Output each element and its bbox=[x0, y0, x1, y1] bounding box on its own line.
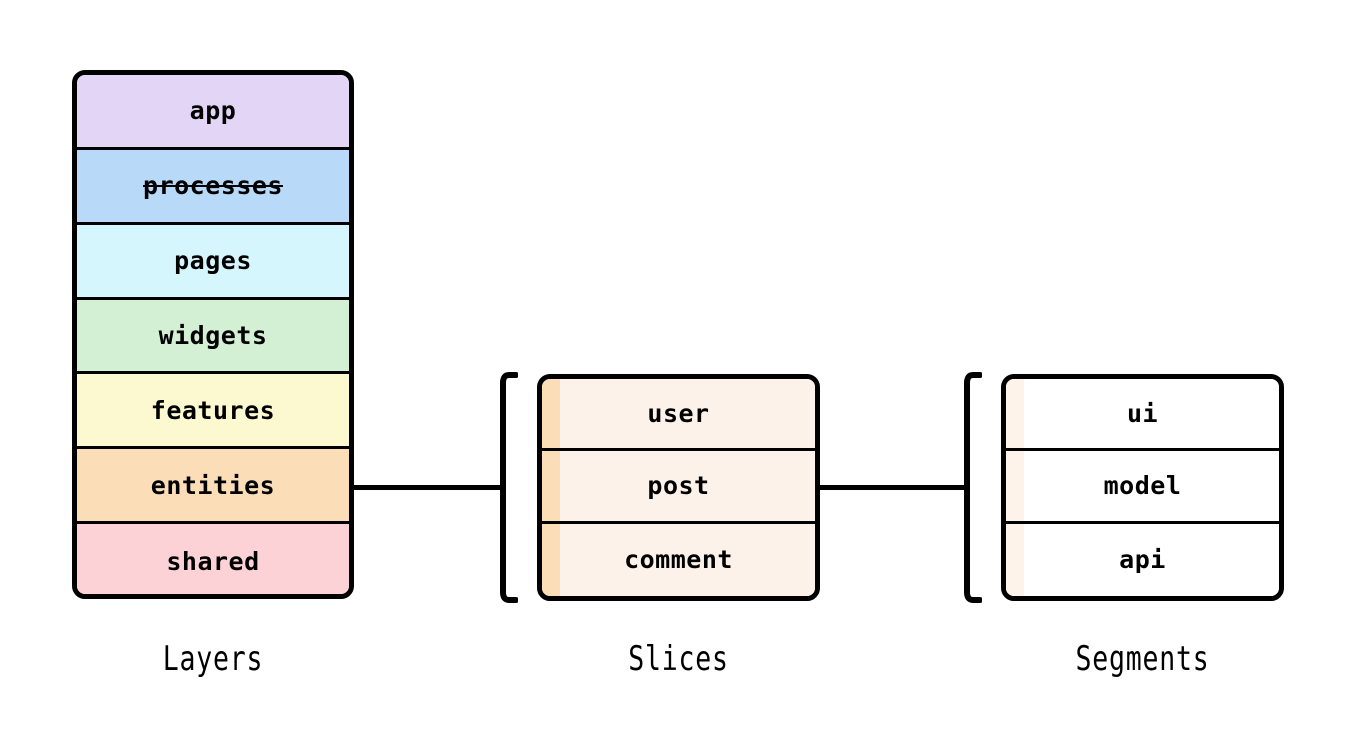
layer-row-entities[interactable]: entities bbox=[77, 449, 349, 525]
layer-label-entities: entities bbox=[150, 470, 276, 500]
segments-stack: ui model api bbox=[1001, 374, 1284, 601]
slice-accent-strip bbox=[542, 451, 560, 521]
segment-accent-strip bbox=[1006, 379, 1024, 449]
segment-row-ui[interactable]: ui bbox=[1006, 379, 1279, 452]
layer-row-shared[interactable]: shared bbox=[77, 524, 349, 594]
caption-segments: Segments bbox=[1075, 639, 1210, 679]
segment-accent-strip bbox=[1006, 523, 1024, 596]
layer-label-shared: shared bbox=[166, 546, 260, 576]
slice-accent-strip bbox=[542, 523, 560, 596]
segment-accent-strip bbox=[1006, 451, 1024, 521]
layer-row-features[interactable]: features bbox=[77, 374, 349, 450]
layer-label-pages: pages bbox=[174, 246, 252, 276]
caption-slices: Slices bbox=[628, 639, 729, 679]
layers-stack: app processes pages widgets features ent… bbox=[72, 70, 354, 599]
layer-row-app[interactable]: app bbox=[77, 75, 349, 150]
layer-row-widgets[interactable]: widgets bbox=[77, 299, 349, 375]
slice-row-comment[interactable]: comment bbox=[542, 523, 815, 596]
segment-label-model: model bbox=[1103, 471, 1182, 501]
layer-row-processes[interactable]: processes bbox=[77, 149, 349, 225]
layer-label-app: app bbox=[189, 96, 237, 126]
caption-layers: Layers bbox=[162, 639, 264, 679]
slice-label-post: post bbox=[647, 471, 710, 501]
segment-row-model[interactable]: model bbox=[1006, 451, 1279, 524]
connector-entities-to-slices bbox=[352, 485, 506, 490]
slice-label-comment: comment bbox=[624, 545, 733, 575]
slice-label-user: user bbox=[647, 399, 710, 429]
slices-stack: user post comment bbox=[537, 374, 820, 601]
layer-label-processes: processes bbox=[143, 171, 283, 201]
slice-accent-strip bbox=[542, 379, 560, 449]
segment-row-api[interactable]: api bbox=[1006, 523, 1279, 596]
segment-label-api: api bbox=[1119, 545, 1166, 575]
layer-label-features: features bbox=[150, 395, 276, 425]
connector-post-to-segments bbox=[817, 485, 970, 490]
slice-row-user[interactable]: user bbox=[542, 379, 815, 452]
layer-label-widgets: widgets bbox=[158, 320, 268, 350]
layer-row-pages[interactable]: pages bbox=[77, 224, 349, 300]
segment-label-ui: ui bbox=[1126, 399, 1159, 429]
slice-row-post[interactable]: post bbox=[542, 451, 815, 524]
